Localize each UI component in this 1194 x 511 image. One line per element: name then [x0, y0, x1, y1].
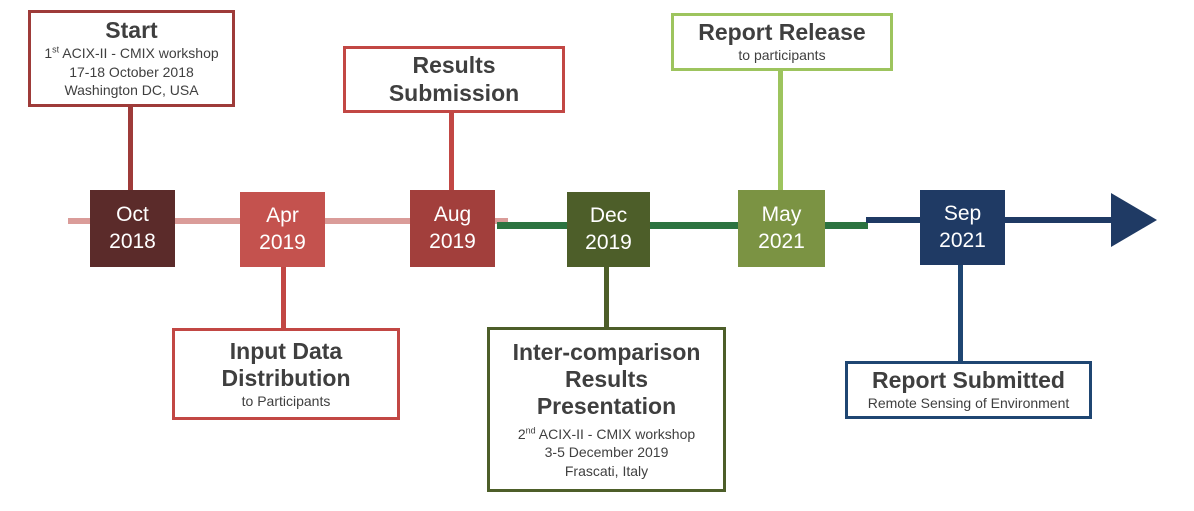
milestone-year: 2021: [758, 229, 805, 253]
milestone-may-2021: May 2021: [738, 190, 825, 267]
callout-submitted-subtitle: Remote Sensing of Environment: [867, 395, 1070, 412]
callout-input-data-distribution: Input Data Distribution to Participants: [172, 328, 400, 420]
connector-results-submission: [449, 111, 454, 191]
milestone-month: Sep: [943, 202, 982, 226]
connector-start: [128, 105, 133, 191]
connector-input-data-distribution: [281, 266, 286, 329]
connector-intercomparison: [604, 266, 609, 328]
milestone-year: 2019: [585, 230, 632, 254]
milestone-sep-2021: Sep 2021: [920, 190, 1005, 265]
callout-start-title: Start: [105, 17, 158, 44]
callout-input-subtitle: to Participants: [241, 392, 331, 409]
callout-submitted-title: Report Submitted: [872, 367, 1065, 394]
milestone-oct-2018: Oct 2018: [90, 190, 175, 267]
milestone-dec-2019: Dec 2019: [567, 192, 650, 267]
connector-report-submitted: [958, 264, 963, 362]
callout-release-title: Report Release: [698, 19, 866, 46]
milestone-month: May: [761, 203, 802, 227]
milestone-year: 2019: [429, 229, 476, 253]
callout-intercomp-detail-1: 2nd ACIX-II - CMIX workshop: [517, 425, 696, 442]
callout-input-title-line2: Distribution: [221, 364, 351, 391]
milestone-year: 2021: [939, 228, 986, 252]
callout-intercomparison: Inter-comparison Results Presentation 2n…: [487, 327, 726, 492]
callout-start: Start 1st ACIX-II - CMIX workshop 17-18 …: [28, 10, 235, 107]
milestone-aug-2019: Aug 2019: [410, 190, 495, 267]
milestone-apr-2019: Apr 2019: [240, 192, 325, 267]
timeline-segment-mid: [497, 222, 868, 229]
milestone-month: Apr: [266, 204, 299, 228]
milestone-year: 2018: [109, 229, 156, 253]
callout-results-title-line1: Results: [412, 52, 496, 79]
callout-report-submitted: Report Submitted Remote Sensing of Envir…: [845, 361, 1092, 419]
callout-intercomp-title-line3: Presentation: [536, 392, 677, 419]
milestone-month: Dec: [589, 204, 628, 228]
callout-release-subtitle: to participants: [738, 47, 826, 64]
timeline-arrowhead-icon: [1111, 193, 1157, 247]
callout-start-detail-2: 17-18 October 2018: [69, 63, 194, 80]
callout-input-title-line1: Input Data: [229, 337, 343, 364]
callout-start-detail-1: 1st ACIX-II - CMIX workshop: [44, 44, 219, 62]
callout-results-title-line2: Submission: [388, 79, 520, 106]
callout-results-submission: Results Submission: [343, 46, 565, 113]
callout-intercomp-detail-2: 3-5 December 2019: [544, 444, 669, 461]
callout-intercomp-detail-3: Frascati, Italy: [564, 462, 649, 479]
milestone-month: Oct: [116, 203, 149, 227]
callout-intercomp-title-line2: Results: [564, 365, 649, 392]
connector-report-release: [778, 69, 783, 191]
callout-start-detail-3: Washington DC, USA: [64, 82, 199, 99]
milestone-month: Aug: [433, 203, 472, 227]
callout-intercomp-title-line1: Inter-comparison: [512, 338, 701, 365]
callout-report-release: Report Release to participants: [671, 13, 893, 71]
milestone-year: 2019: [259, 230, 306, 254]
